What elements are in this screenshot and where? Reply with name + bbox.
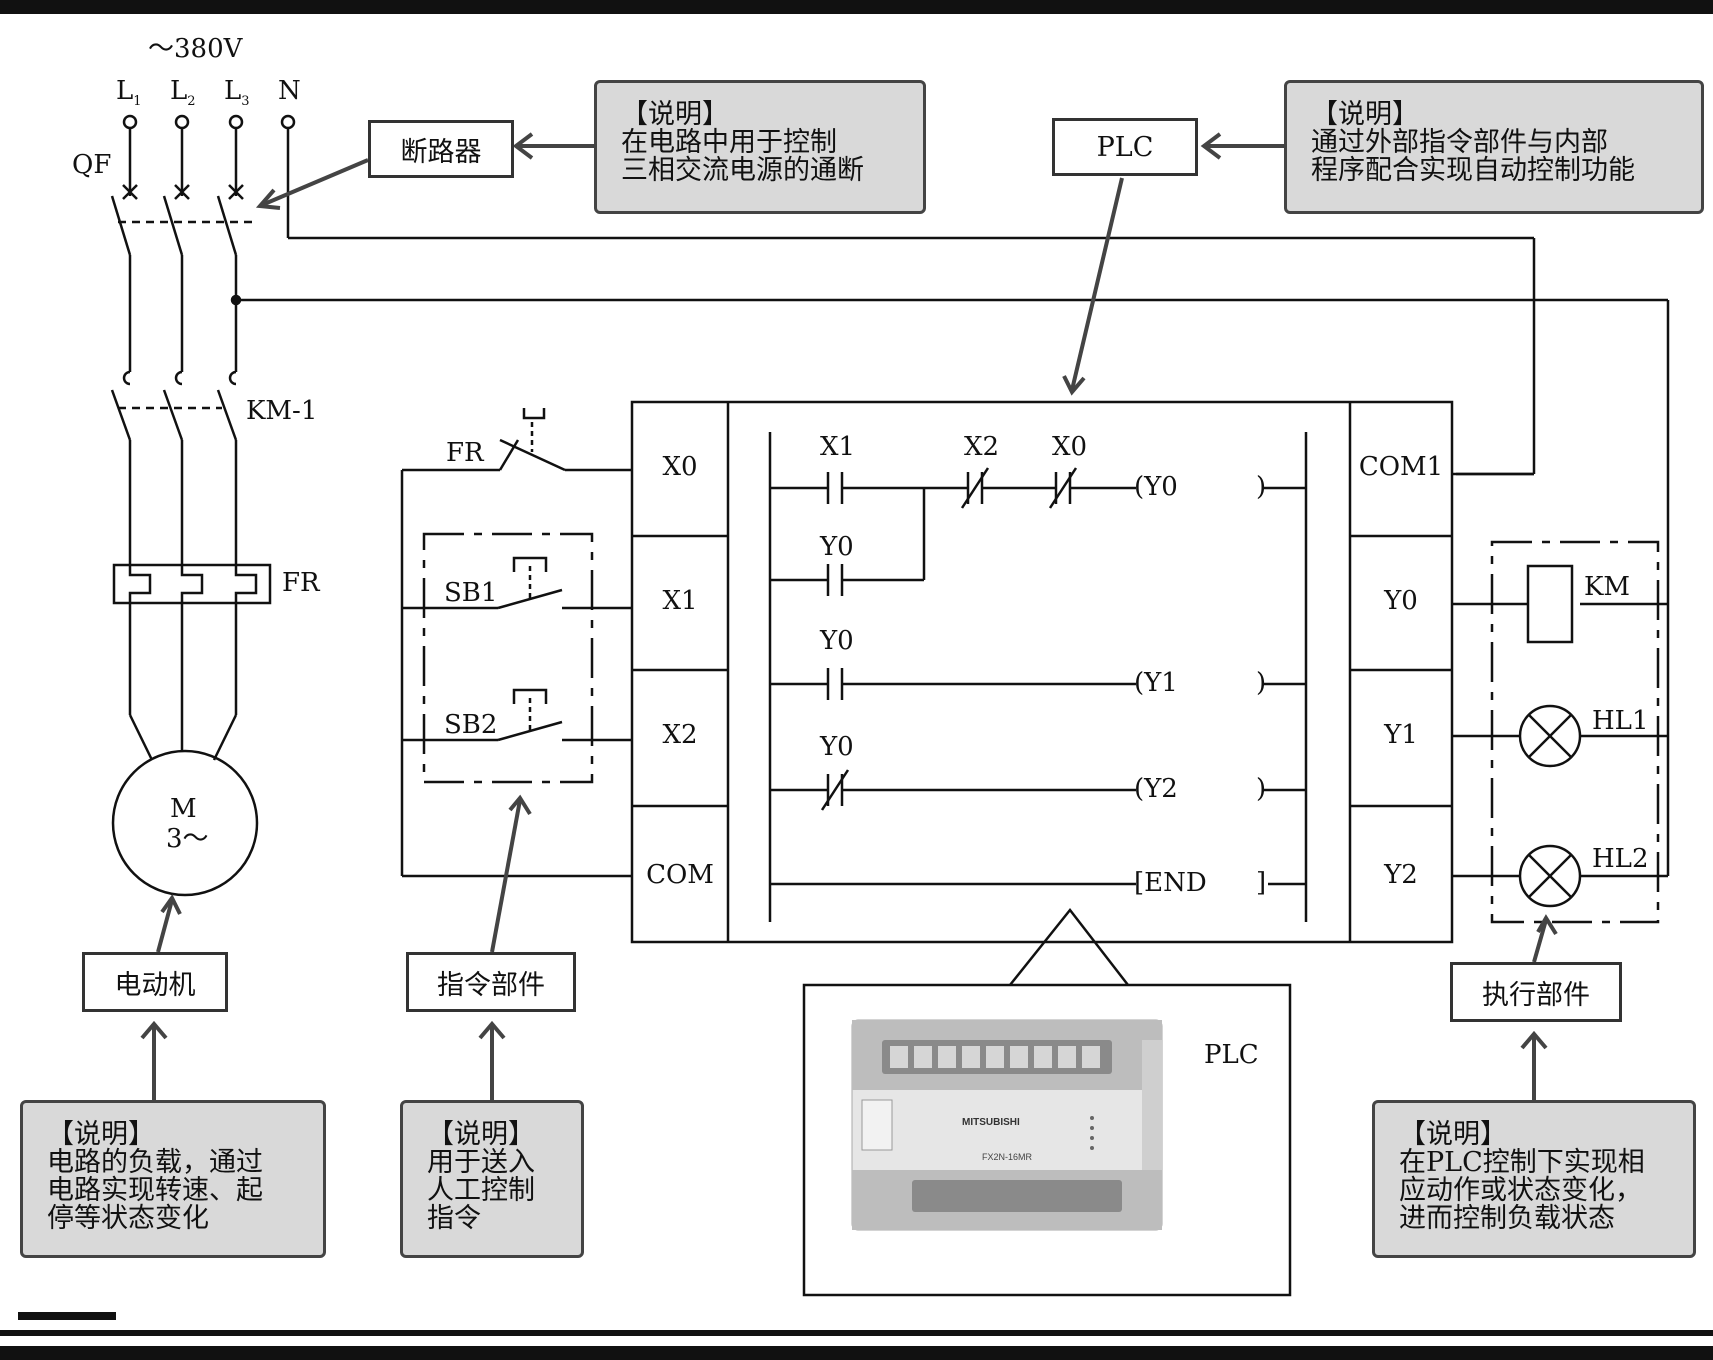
phase-l1-label: L1 (116, 76, 142, 110)
plc-brand-text: MITSUBISHI (962, 1117, 1020, 1128)
breaker-note-title: 【说明】 (621, 99, 729, 130)
ladder-contact-y0-no: Y0 (820, 626, 854, 656)
km1-label: KM-1 (246, 396, 318, 426)
qf-label: QF (72, 150, 112, 180)
actuator-note: 【说明】 在PLC控制下实现相 应动作或状态变化， 进而控制负载状态 (1372, 1100, 1696, 1258)
plc-output-y1: Y1 (1384, 720, 1418, 750)
command-note-line: 指令 (427, 1203, 481, 1234)
ladder-coil-y0-close: ) (1256, 472, 1267, 502)
phase-l2-label: L2 (170, 76, 196, 110)
fr-thermal-label: FR (282, 568, 320, 598)
plc-input-x2: X2 (662, 720, 698, 750)
ladder-end-close: ] (1256, 868, 1267, 898)
command-note-line: 用于送入 (427, 1147, 535, 1178)
plc-input-com: COM (646, 860, 714, 890)
plc-output-y0: Y0 (1384, 586, 1418, 616)
plc-model-text: FX2N-16MR (982, 1152, 1033, 1162)
ladder-coil-y2-close: ) (1256, 774, 1267, 804)
phase-l3-label: L3 (224, 76, 250, 110)
plc-note: 【说明】 通过外部指令部件与内部 程序配合实现自动控制功能 (1284, 80, 1704, 214)
plc-note-line: 程序配合实现自动控制功能 (1311, 155, 1635, 186)
ladder-contact-x2: X2 (964, 432, 1000, 462)
breaker-note-line: 在电路中用于控制 (621, 127, 837, 158)
motor-note: 【说明】 电路的负载，通过 电路实现转速、起 停等状态变化 (20, 1100, 326, 1258)
command-note: 【说明】 用于送入 人工控制 指令 (400, 1100, 584, 1258)
ladder-coil-y1-close: ) (1256, 668, 1267, 698)
actuator-note-line: 应动作或状态变化， (1399, 1175, 1642, 1206)
plc-photo-label: PLC (1204, 1040, 1259, 1070)
motor-phase-label: 3～ (166, 824, 209, 854)
neutral-label: N (278, 76, 301, 106)
actuator-note-title: 【说明】 (1399, 1119, 1507, 1150)
plc-note-title: 【说明】 (1311, 99, 1419, 130)
ladder-coil-y2: (Y2 (1134, 774, 1178, 804)
actuator-tag: 执行部件 (1450, 962, 1622, 1022)
motor-note-line: 电路的负载，通过 (47, 1147, 263, 1178)
plc-output-com1: COM1 (1358, 452, 1444, 482)
command-tag: 指令部件 (406, 952, 576, 1012)
plc-note-line: 通过外部指令部件与内部 (1311, 127, 1608, 158)
command-note-line: 人工控制 (427, 1175, 535, 1206)
motor-note-line: 停等状态变化 (47, 1203, 209, 1234)
plc-device-image: MITSUBISHI FX2N-16MR (851, 1019, 1163, 1231)
motor-m-label: M (170, 794, 197, 824)
ladder-contact-y0-nc: Y0 (820, 732, 854, 762)
plc-input-x1: X1 (662, 586, 698, 616)
sb2-label: SB2 (444, 710, 498, 740)
breaker-note-line: 三相交流电源的通断 (621, 155, 864, 186)
plc-input-x0: X0 (662, 452, 698, 482)
breaker-tag: 断路器 (368, 120, 514, 178)
hl1-label: HL1 (1592, 706, 1649, 736)
fr-contact-label: FR (446, 438, 484, 468)
ladder-coil-y0: (Y0 (1134, 472, 1178, 502)
km-coil-label: KM (1584, 572, 1631, 602)
motor-tag: 电动机 (82, 952, 228, 1012)
voltage-label: ～380V (148, 34, 243, 64)
sb1-label: SB1 (444, 578, 498, 608)
breaker-note: 【说明】 在电路中用于控制 三相交流电源的通断 (594, 80, 926, 214)
ladder-contact-y0-seal: Y0 (820, 532, 854, 562)
ladder-contact-x1: X1 (820, 432, 856, 462)
plc-output-y2: Y2 (1384, 860, 1418, 890)
motor-note-title: 【说明】 (47, 1119, 155, 1150)
ladder-end-instruction: [END (1134, 868, 1207, 898)
actuator-note-line: 在PLC控制下实现相 (1399, 1147, 1645, 1178)
command-note-title: 【说明】 (427, 1119, 535, 1150)
actuator-note-line: 进而控制负载状态 (1399, 1203, 1615, 1234)
motor-note-line: 电路实现转速、起 (47, 1175, 263, 1206)
plc-tag: PLC (1052, 118, 1198, 176)
hl2-label: HL2 (1592, 844, 1649, 874)
ladder-contact-x0: X0 (1052, 432, 1088, 462)
ladder-coil-y1: (Y1 (1134, 668, 1178, 698)
